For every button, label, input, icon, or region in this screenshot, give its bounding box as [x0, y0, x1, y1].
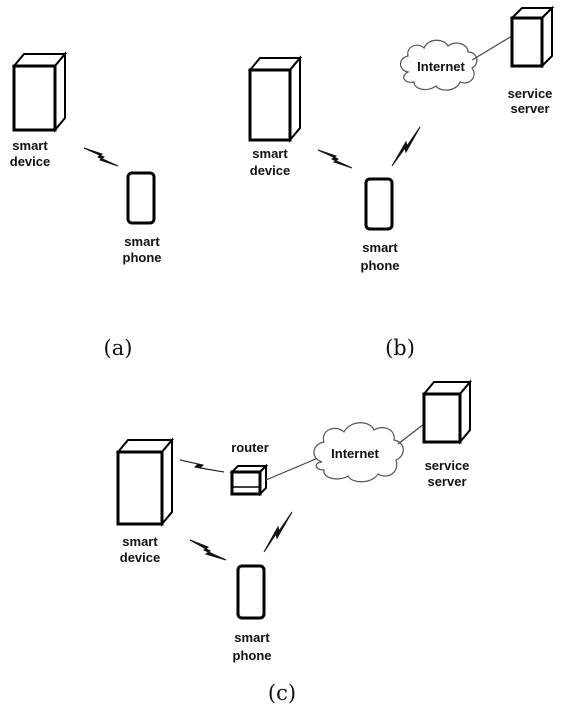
smart-device-label-line2: device — [250, 163, 290, 178]
internet-label: Internet — [417, 59, 465, 74]
service-server-label-line1: service — [508, 86, 553, 101]
service-server-label-line2: server — [427, 474, 466, 489]
smart-phone-label-line2: phone — [361, 258, 400, 273]
internet-server-link — [397, 423, 425, 445]
wireless-link-icon — [317, 149, 353, 169]
diagram-c: smart device router Internet service ser… — [115, 379, 473, 705]
smart-device-icon — [247, 55, 303, 143]
internet-server-link — [471, 35, 513, 61]
service-server-label-line1: service — [425, 458, 470, 473]
smart-device-label-line1: smart — [252, 146, 288, 161]
wireless-link-icon — [189, 539, 227, 561]
smart-phone-label-line1: smart — [234, 630, 270, 645]
smart-device-label-line1: smart — [12, 138, 48, 153]
service-server-icon — [421, 379, 473, 445]
caption-b: (b) — [385, 336, 415, 360]
smart-phone-label-line2: phone — [123, 250, 162, 265]
caption-a: (a) — [104, 336, 133, 360]
smart-phone-label-line2: phone — [233, 648, 272, 663]
diagram-a: smart device smart phone (a) — [10, 51, 162, 360]
internet-label: Internet — [331, 446, 379, 461]
smart-device-label-line2: device — [120, 550, 160, 565]
smart-phone-label-line1: smart — [124, 234, 160, 249]
service-server-label-line2: server — [510, 101, 549, 116]
internet-cloud-icon — [399, 39, 478, 91]
smart-device-label-line1: smart — [122, 534, 158, 549]
wireless-link-icon — [83, 147, 119, 167]
caption-c: (c) — [268, 681, 296, 705]
router-label: router — [231, 440, 269, 455]
smart-phone-icon — [126, 171, 156, 225]
smart-phone-icon — [236, 564, 266, 620]
smart-device-icon — [115, 437, 175, 527]
service-server-icon — [509, 5, 555, 69]
internet-cloud-icon — [313, 422, 404, 483]
smart-device-label-line2: device — [10, 154, 50, 169]
wireless-link-icon — [391, 126, 421, 167]
wireless-link-icon — [179, 459, 225, 473]
router-icon — [229, 463, 269, 497]
smart-phone-icon — [364, 177, 394, 231]
wireless-link-icon — [263, 511, 293, 553]
smart-device-icon — [11, 51, 68, 133]
smart-phone-label-line1: smart — [362, 240, 398, 255]
diagram-b: smart device smart phone Internet servic… — [247, 5, 555, 360]
router-internet-link — [265, 457, 319, 481]
